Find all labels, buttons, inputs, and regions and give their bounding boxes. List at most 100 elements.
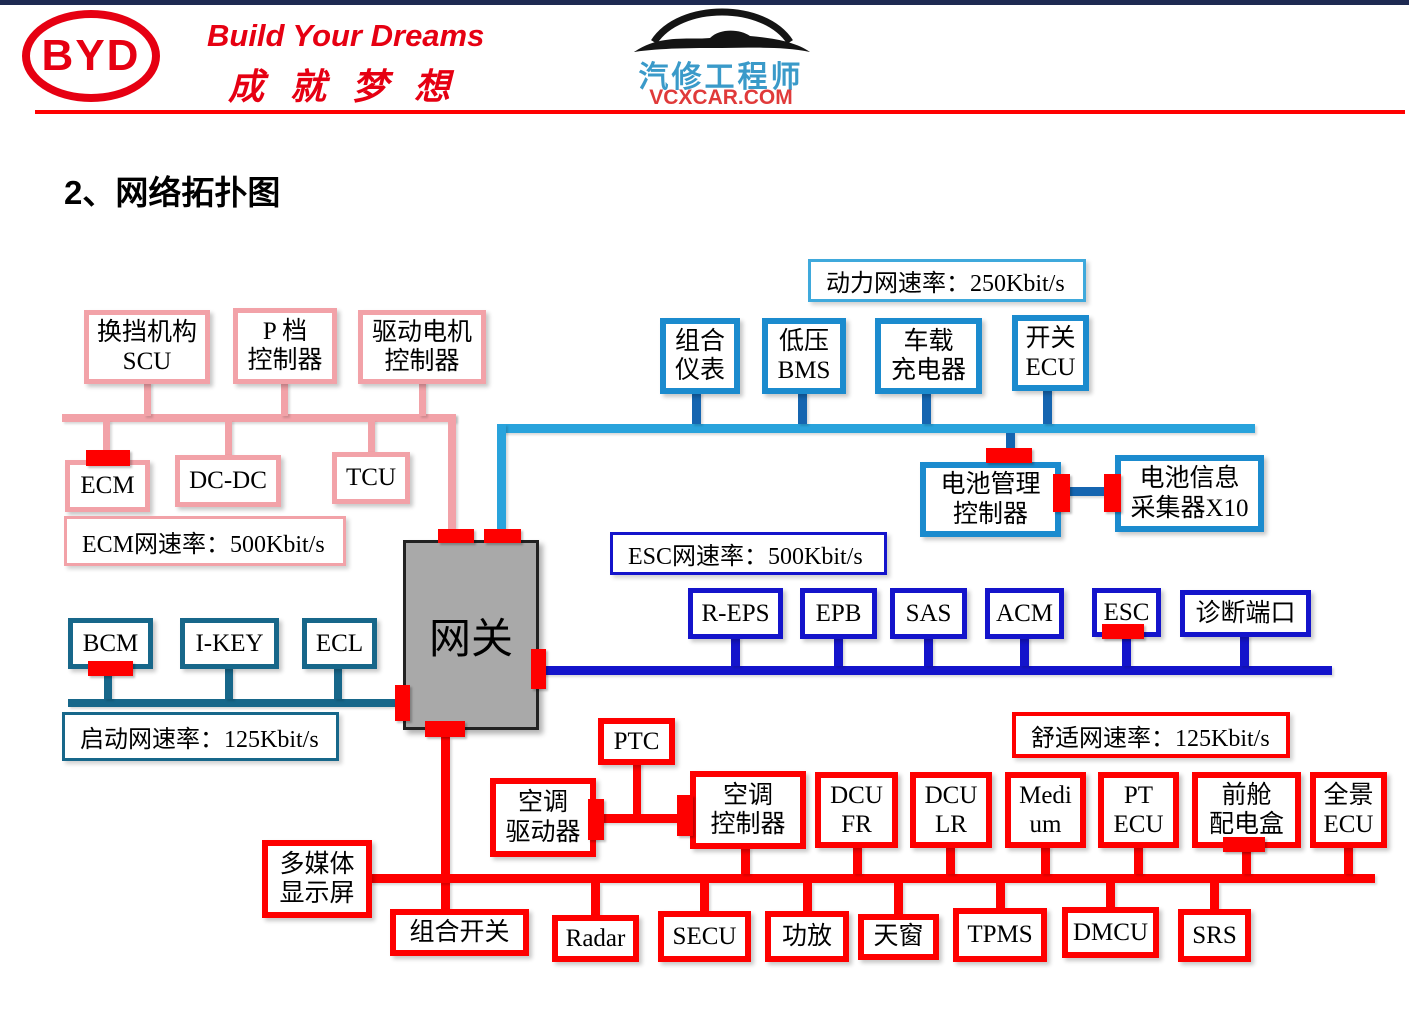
- node-acm: ACM: [985, 588, 1064, 639]
- pt-ecu-drop: [1134, 846, 1143, 874]
- node-ikey: I-KEY: [180, 618, 279, 669]
- node-pano-ecu: 全景 ECU: [1310, 772, 1387, 848]
- bus-terminator-gw-top-pink: [438, 529, 474, 543]
- node-bcm: BCM: [68, 618, 153, 669]
- ac-ctrl-drop: [741, 847, 750, 874]
- bus-terminator-gw-top-cyan: [484, 529, 521, 543]
- diag-drop: [1240, 635, 1249, 666]
- node-lv-bms: 低压 BMS: [762, 318, 846, 394]
- tcu-drop: [368, 420, 375, 454]
- ptc-drop: [633, 762, 641, 818]
- scu-drop: [144, 382, 151, 416]
- dcdc-drop: [225, 420, 232, 457]
- ac-link: [600, 814, 685, 823]
- ikey-drop: [225, 667, 233, 699]
- start-net-speed-label: 启动网速率：125Kbit/s: [62, 712, 339, 761]
- bus-terminator-ac-controller: [677, 795, 693, 836]
- bus-terminator-esc: [1102, 624, 1144, 639]
- node-pt-ecu: PT ECU: [1098, 772, 1179, 848]
- node-battery-info-collector: 电池信息 采集器X10: [1115, 455, 1264, 532]
- bus-terminator-bcm: [88, 661, 133, 676]
- obc-drop: [922, 392, 931, 424]
- site-name: 汽修工程师: [638, 61, 804, 94]
- page-title: 2、网络拓扑图: [64, 174, 281, 211]
- node-drive-motor-controller: 驱动电机 控制器: [358, 310, 486, 384]
- epb-drop: [834, 637, 843, 666]
- bcm-drop: [104, 667, 112, 699]
- sas-drop: [924, 637, 933, 666]
- sunroof-drop: [894, 883, 903, 915]
- comfort-bus: [370, 874, 1375, 883]
- battery-link: [1068, 487, 1106, 496]
- amp-drop: [803, 883, 812, 912]
- node-tcu: TCU: [332, 452, 410, 504]
- bat-mgmt-drop: [1006, 433, 1015, 451]
- srs-drop: [1210, 883, 1219, 910]
- node-p-gear-controller: P 档 控制器: [233, 308, 337, 384]
- esc-bus: [538, 666, 1332, 675]
- ecm-drop: [103, 420, 110, 462]
- node-medium: Medi um: [1005, 772, 1086, 848]
- node-secu: SECU: [658, 911, 751, 962]
- node-dcu-fr: DCU FR: [815, 772, 898, 848]
- header-divider: [35, 110, 1405, 114]
- dmcu-drop: [1106, 883, 1115, 908]
- node-ecl: ECL: [302, 618, 377, 669]
- node-sunroof: 天窗: [858, 914, 939, 960]
- ecl-drop: [334, 667, 342, 699]
- tpms-drop: [996, 883, 1005, 909]
- lv-bms-drop: [798, 392, 807, 424]
- node-diagnostic-port: 诊断端口: [1180, 590, 1311, 637]
- node-ac-controller: 空调 控制器: [690, 771, 806, 849]
- reps-drop: [731, 637, 740, 666]
- bus-terminator-bat-mgmt: [986, 448, 1032, 463]
- slogan-en: Build Your Dreams: [207, 18, 485, 53]
- front-pdb-drop: [1242, 846, 1251, 874]
- node-dcdc: DC-DC: [175, 455, 281, 507]
- esc-net-speed-label: ESC网速率：500Kbit/s: [610, 532, 887, 575]
- node-shift-scu: 换挡机构 SCU: [84, 310, 210, 384]
- node-switch-ecu: 开关 ECU: [1012, 315, 1089, 391]
- node-ecm: ECM: [65, 460, 150, 512]
- node-battery-mgmt-controller: 电池管理 控制器: [920, 462, 1061, 537]
- node-multimedia-display: 多媒体 显示屏: [262, 840, 372, 918]
- gateway-comfort-drop: [441, 737, 450, 913]
- medium-drop: [1041, 846, 1050, 874]
- node-reps: R-EPS: [688, 588, 783, 639]
- bus-terminator-bat-link-left: [1053, 474, 1070, 512]
- bus-terminator-gw-bottom: [425, 721, 465, 737]
- ecm-net-speed-label: ECM网速率：500Kbit/s: [64, 516, 346, 566]
- node-amplifier: 功放: [765, 911, 849, 962]
- node-sas: SAS: [890, 588, 967, 639]
- node-epb: EPB: [800, 588, 877, 639]
- secu-drop: [700, 883, 709, 912]
- power-bus-elbow: [497, 424, 506, 536]
- p-gear-drop: [281, 382, 288, 416]
- ecm-bus: [62, 414, 456, 422]
- window-top-edge: [0, 0, 1409, 5]
- power-bus: [497, 424, 1255, 433]
- cluster-drop: [692, 392, 701, 424]
- node-ptc: PTC: [598, 718, 675, 765]
- comfort-net-speed-label: 舒适网速率：125Kbit/s: [1012, 712, 1290, 758]
- esc-drop: [1122, 635, 1131, 666]
- byd-logo-text: BYD: [41, 31, 141, 80]
- node-radar: Radar: [552, 915, 639, 962]
- bus-terminator-ac-driver: [588, 799, 604, 840]
- radar-drop: [591, 883, 600, 915]
- acm-drop: [1020, 637, 1029, 666]
- pano-ecu-drop: [1344, 846, 1353, 874]
- byd-logo: BYD: [22, 10, 160, 102]
- node-onboard-charger: 车载 充电器: [875, 318, 982, 394]
- bus-terminator-ecm: [86, 450, 130, 466]
- node-instrument-cluster: 组合 仪表: [660, 318, 740, 394]
- node-dcu-lr: DCU LR: [910, 772, 992, 848]
- drive-motor-drop: [419, 382, 426, 416]
- node-gateway: 网关: [403, 540, 539, 730]
- node-srs: SRS: [1178, 909, 1251, 962]
- bus-terminator-gw-right: [531, 649, 546, 689]
- car-logo-icon: [632, 2, 812, 63]
- power-net-speed-label: 动力网速率：250Kbit/s: [808, 259, 1086, 302]
- node-dmcu: DMCU: [1062, 907, 1159, 958]
